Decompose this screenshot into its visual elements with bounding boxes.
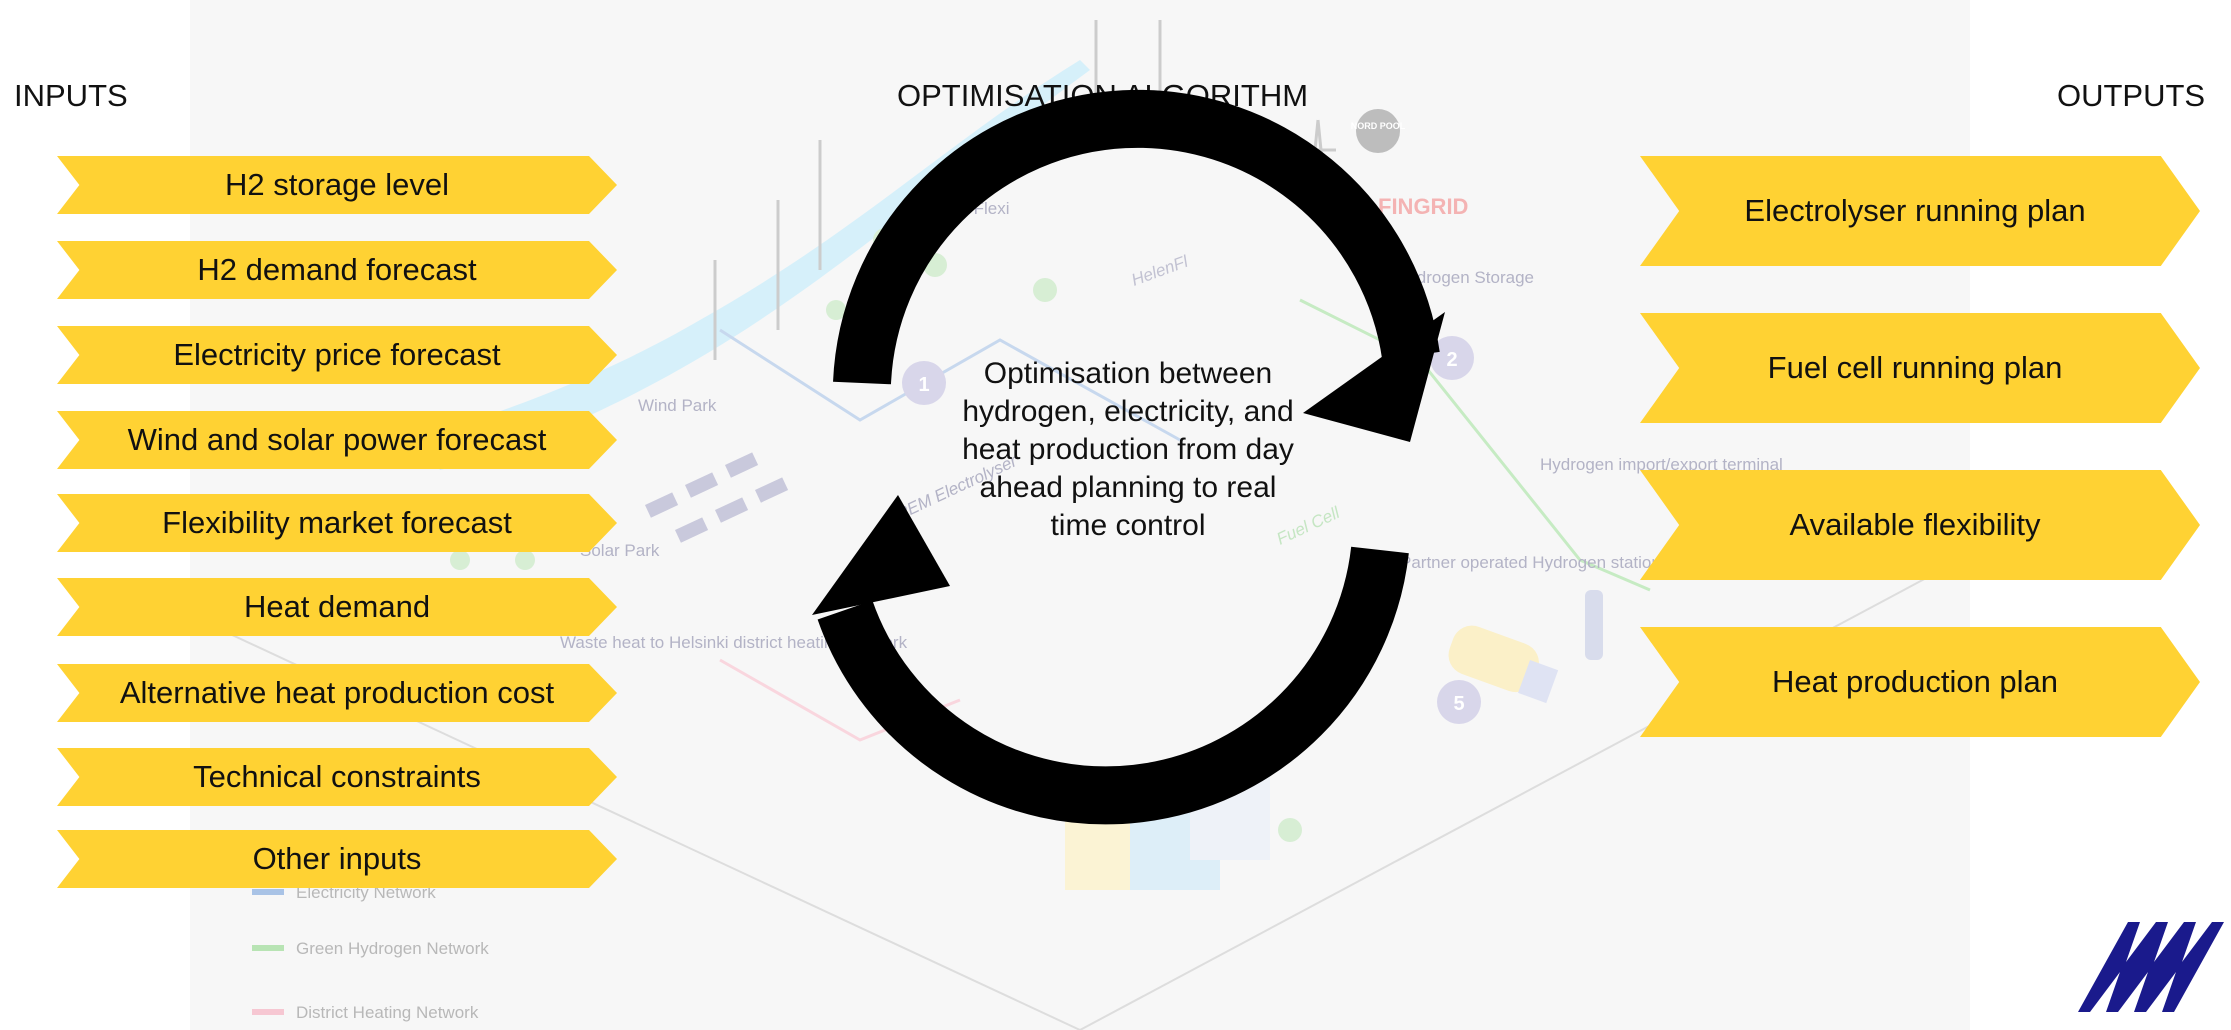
input-technical-constraints: Technical constraints (57, 748, 617, 806)
input-label: Flexibility market forecast (162, 505, 512, 540)
output-available-flexibility: Available flexibility (1640, 470, 2200, 580)
output-label: Electrolyser running plan (1744, 193, 2086, 228)
output-label: Fuel cell running plan (1767, 350, 2063, 385)
fingrid-label: FINGRID (1378, 194, 1468, 219)
input-label: Technical constraints (193, 759, 481, 794)
input-label: H2 storage level (224, 167, 449, 202)
input-label: H2 demand forecast (197, 252, 477, 287)
brand-logo-mark (2078, 922, 2224, 1012)
legend-hydrogen: Green Hydrogen Network (296, 939, 489, 958)
solar-park-label: Solar Park (580, 541, 660, 560)
input-label: Heat demand (243, 589, 431, 624)
input-flexibility-market-forecast: Flexibility market forecast (57, 494, 617, 552)
output-label: Available flexibility (1789, 507, 2041, 542)
algorithm-heading: OPTIMISATION ALGORITHM (897, 78, 1309, 113)
badge-5 (1437, 680, 1481, 724)
input-alternative-heat-cost: Alternative heat production cost (57, 664, 617, 722)
hydrogen-storage-label: Hydrogen Storage (1396, 268, 1534, 287)
energy-flex-label: Energy Flexi (915, 199, 1009, 218)
input-wind-solar-forecast: Wind and solar power forecast (57, 411, 617, 469)
output-fuel-cell-plan: Fuel cell running plan (1640, 313, 2200, 423)
output-label: Heat production plan (1771, 664, 2059, 699)
inputs-heading: INPUTS (14, 78, 128, 113)
input-other-inputs: Other inputs (57, 830, 617, 888)
output-heat-production-plan: Heat production plan (1640, 627, 2200, 737)
output-electrolyser-plan: Electrolyser running plan (1640, 156, 2200, 266)
badge-5-label: 5 (1453, 693, 1464, 715)
outputs-heading: OUTPUTS (2057, 78, 2206, 113)
input-h2-storage-level: H2 storage level (57, 156, 617, 214)
optimisation-description: Optimisation between hydrogen, electrici… (962, 357, 1294, 542)
badge-1-label: 1 (918, 374, 929, 396)
hydrogen-pump (1585, 590, 1603, 660)
legend-heating: District Heating Network (296, 1003, 479, 1022)
input-h2-demand-forecast: H2 demand forecast (57, 241, 617, 299)
waste-heat-label: Waste heat to Helsinki district heating … (560, 633, 908, 652)
nordpool-logo (1356, 109, 1400, 153)
badge-2-label: 2 (1446, 349, 1457, 371)
hydrogen-import-label: Hydrogen import/export terminal (1540, 455, 1783, 474)
brand-logo (2078, 922, 2224, 1012)
input-label: Electricity price forecast (173, 337, 501, 372)
nordpool-label: NORD POOL (1351, 121, 1406, 131)
input-label: Wind and solar power forecast (127, 422, 547, 457)
input-electricity-price-forecast: Electricity price forecast (57, 326, 617, 384)
solar-panels (644, 452, 789, 543)
partner-station-label: Partner operated Hydrogen station (1400, 553, 1661, 572)
input-label: Alternative heat production cost (119, 675, 555, 710)
hydrogen-truck (1448, 625, 1559, 704)
input-label: Other inputs (252, 841, 422, 876)
input-heat-demand: Heat demand (57, 578, 617, 636)
wind-park-label: Wind Park (638, 396, 717, 415)
